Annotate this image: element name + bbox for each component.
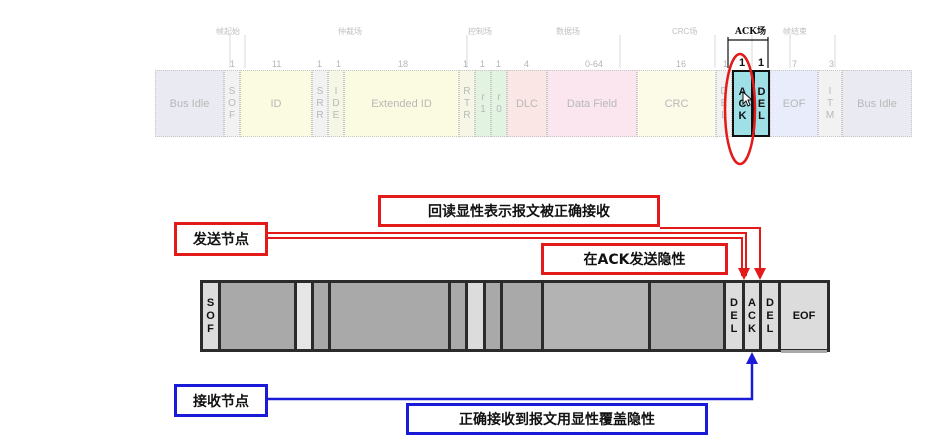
bit-count-ack-del: 1 bbox=[758, 57, 765, 69]
bottom-r1 bbox=[468, 283, 483, 349]
field-data-field: Data Field bbox=[547, 70, 637, 137]
field-extended-id: Extended ID bbox=[344, 70, 459, 137]
bottom-eof: EOF bbox=[781, 283, 827, 349]
bit-count-srr: 1 bbox=[317, 59, 323, 69]
callout-receiver-node: 接收节点 bbox=[174, 384, 268, 417]
section-label-eof: 帧结束 bbox=[783, 27, 807, 36]
section-label-crc: CRC场 bbox=[672, 27, 698, 36]
bit-count-r1: 1 bbox=[480, 59, 486, 69]
section-brackets bbox=[229, 35, 836, 68]
field-bus-idle-left: Bus Idle bbox=[155, 70, 224, 137]
field-id: ID bbox=[240, 70, 312, 137]
bit-count-itm: 3 bbox=[829, 59, 835, 69]
callout-sender-node: 发送节点 bbox=[174, 222, 268, 256]
bottom-rtr bbox=[451, 283, 465, 349]
callout-readback-dominant: 回读显性表示报文被正确接收 bbox=[378, 195, 660, 227]
bit-count-crc-del: 1 bbox=[723, 59, 729, 69]
bit-count-data: 0-64 bbox=[585, 59, 604, 69]
bit-count-eof: 7 bbox=[792, 59, 798, 69]
section-label-ack: ACK场 bbox=[735, 27, 766, 37]
callout-ack-recessive: 在ACK发送隐性 bbox=[541, 243, 728, 275]
bit-count-sof: 1 bbox=[230, 59, 236, 69]
bottom-extended-id bbox=[331, 283, 448, 349]
ack-highlight-oval bbox=[723, 52, 757, 166]
bit-count-dlc: 4 bbox=[524, 59, 530, 69]
field-bus-idle-right: Bus Idle bbox=[842, 70, 912, 137]
bottom-srr bbox=[297, 283, 311, 349]
bottom-id bbox=[221, 283, 294, 349]
section-label-sof: 帧起始 bbox=[216, 27, 240, 36]
field-eof: EOF bbox=[770, 70, 818, 137]
field-dlc: DLC bbox=[507, 70, 547, 137]
bit-count-crc: 16 bbox=[676, 59, 687, 69]
bit-count-extended-id: 18 bbox=[398, 59, 409, 69]
bottom-ide bbox=[314, 283, 328, 349]
bottom-data bbox=[544, 283, 648, 349]
bit-count-ack: 1 bbox=[739, 57, 746, 69]
bit-count-ide: 1 bbox=[336, 59, 342, 69]
eof-tail bbox=[781, 350, 827, 353]
bottom-dlc bbox=[503, 283, 541, 349]
section-label-control: 控制场 bbox=[468, 27, 492, 36]
bottom-crc bbox=[651, 283, 723, 349]
bit-count-rtr: 1 bbox=[463, 59, 469, 69]
field-crc: CRC bbox=[637, 70, 716, 137]
bit-count-r0: 1 bbox=[496, 59, 502, 69]
section-label-data: 数据场 bbox=[556, 27, 580, 36]
section-label-arbitration: 仲裁场 bbox=[338, 27, 362, 36]
bit-count-id: 11 bbox=[272, 59, 282, 69]
bottom-r0 bbox=[486, 283, 500, 349]
mouse-cursor-icon bbox=[742, 91, 754, 107]
callout-receiver-ack: 正确接收到报文用显性覆盖隐性 bbox=[406, 403, 708, 435]
